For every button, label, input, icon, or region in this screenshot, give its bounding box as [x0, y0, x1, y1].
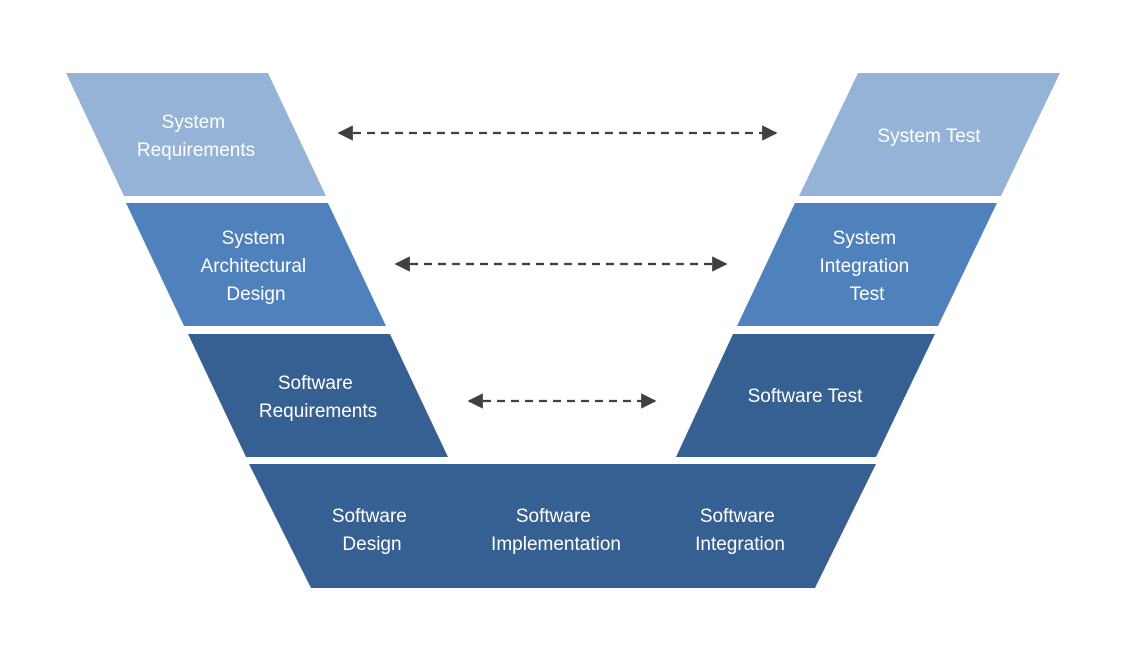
software-integration-label: Software Integration [695, 506, 785, 555]
software-implementation-block [249, 464, 876, 588]
system-requirements-block [66, 73, 326, 196]
software-requirements-label: Software Requirements [259, 373, 377, 422]
system-test-label: System Test [877, 126, 981, 147]
system-integration-test-label: System Integration Test [819, 228, 914, 305]
software-implementation-label: Software Implementation [491, 506, 621, 555]
system-test-block [799, 73, 1060, 196]
software-design-label: Software Design [332, 506, 412, 555]
system-requirements-label: System Requirements [137, 112, 255, 161]
system-integration-test-block [737, 203, 997, 326]
system-architectural-design-block [126, 203, 386, 326]
software-test-block [676, 334, 935, 457]
software-test-label: Software Test [748, 386, 863, 407]
system-architectural-design-label: System Architectural Design [201, 228, 312, 305]
software-requirements-block [188, 334, 448, 457]
